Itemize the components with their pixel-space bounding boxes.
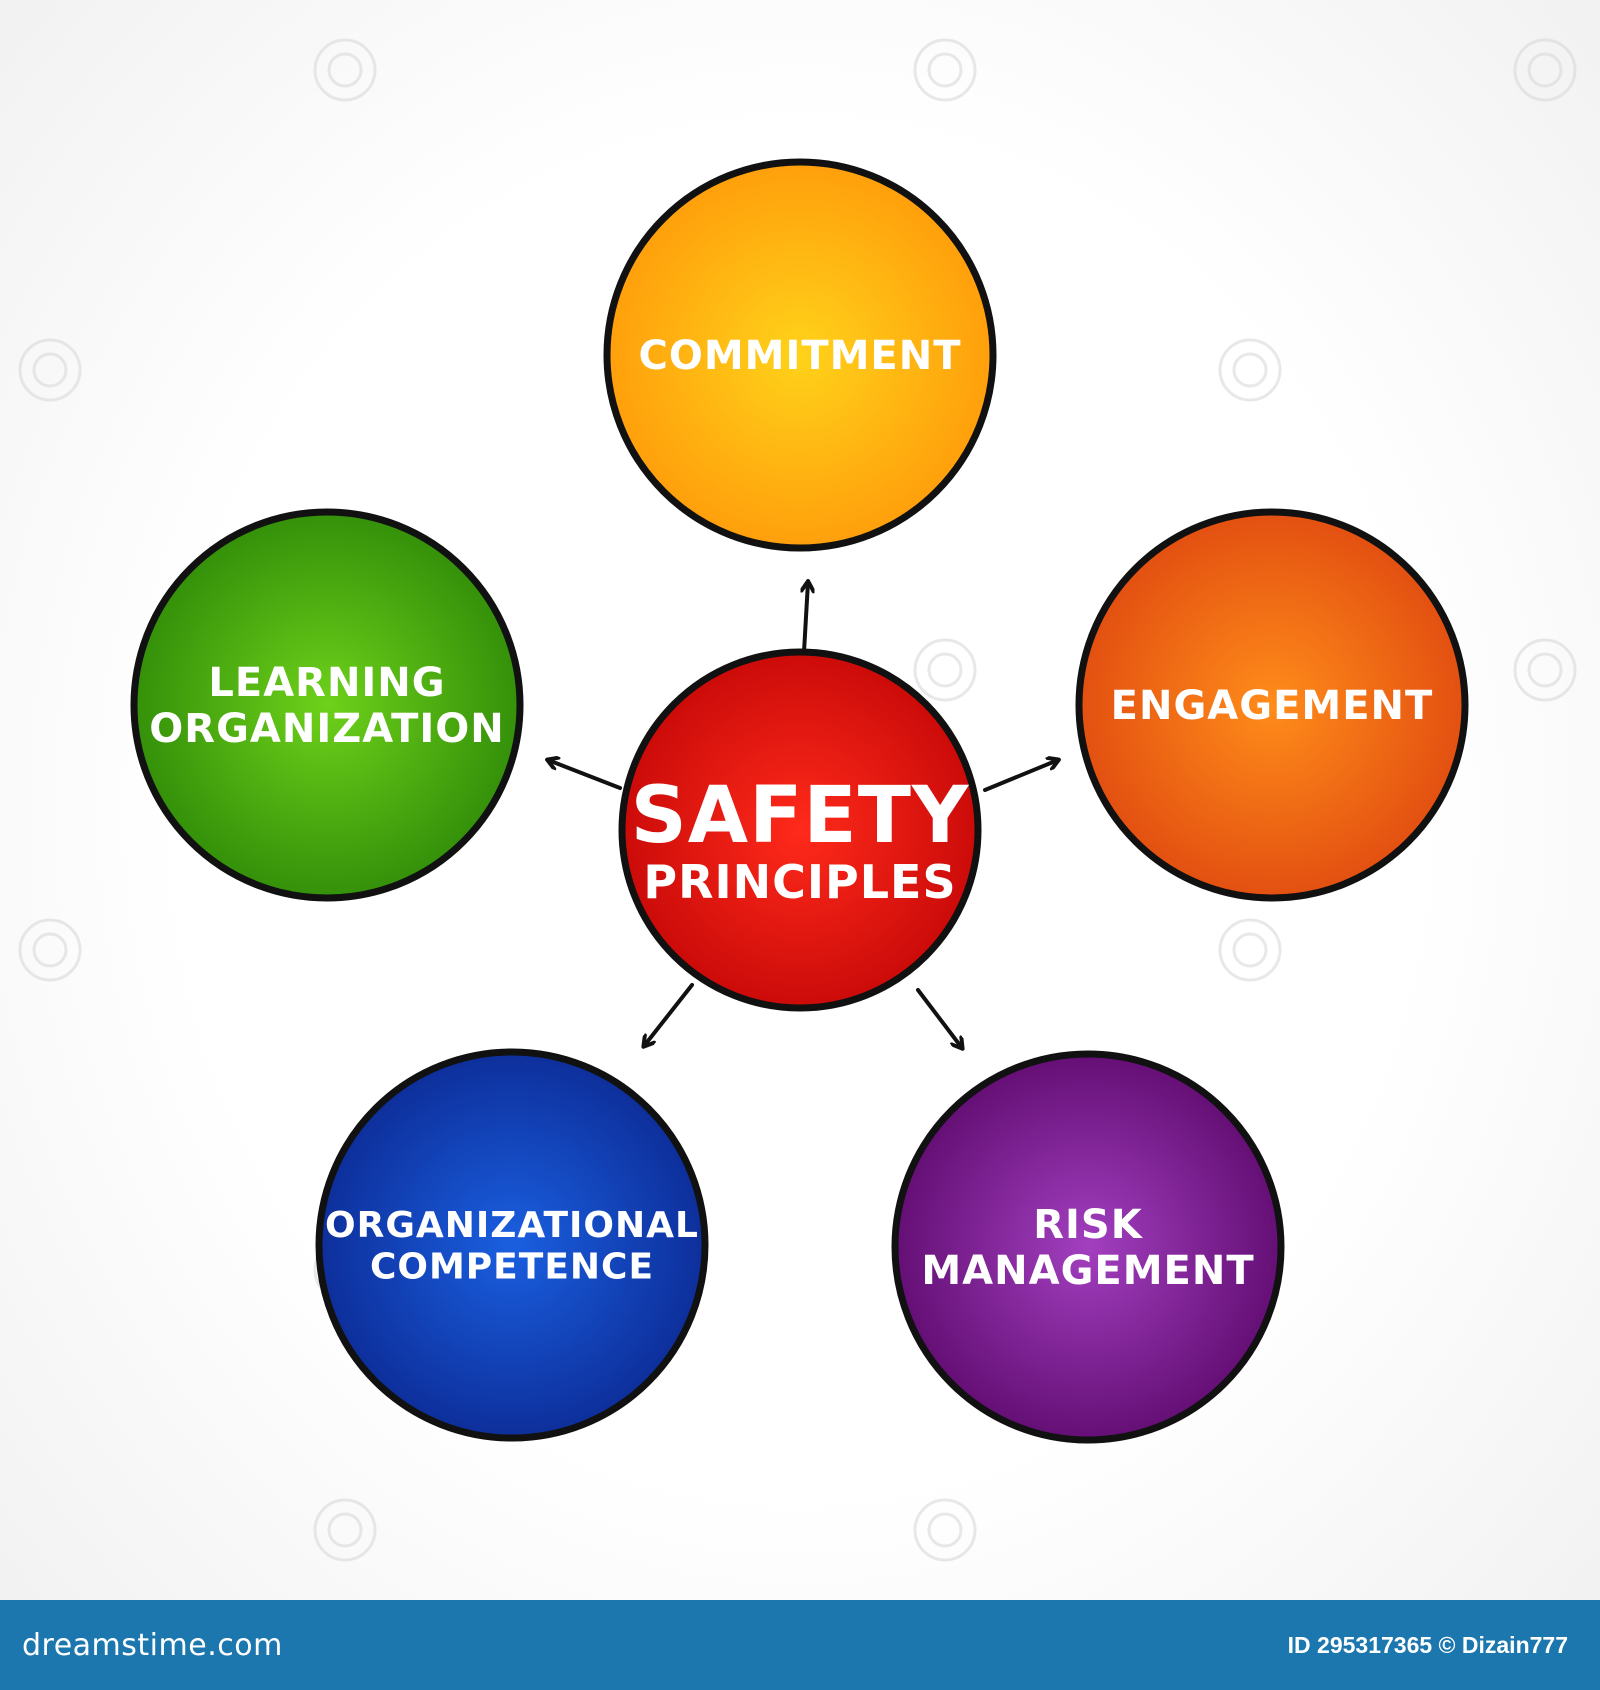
node-circle-commitment bbox=[603, 158, 997, 552]
arrow-to-risk-management bbox=[916, 988, 962, 1048]
watermark-spiral-inner bbox=[1527, 52, 1563, 88]
watermark-spiral-icon bbox=[913, 638, 977, 702]
footer-image-id: ID 295317365 © Dizain777 bbox=[1287, 1631, 1568, 1658]
connector-arrows bbox=[548, 582, 1058, 1048]
watermark-spiral-icon bbox=[313, 1498, 377, 1562]
node-label-learning-organization-line1: LEARNING bbox=[208, 660, 445, 706]
node-circle-learning-organization bbox=[130, 508, 524, 902]
node-label-risk-management-line1: RISK bbox=[1033, 1202, 1143, 1248]
center-title-line1: SAFETY bbox=[631, 771, 970, 861]
watermark-spiral-icon bbox=[1218, 918, 1282, 982]
footer-bar: dreamstime.com ID 295317365 © Dizain777 bbox=[0, 1600, 1600, 1690]
watermark-spiral-icon bbox=[913, 38, 977, 102]
watermark-spiral-icon bbox=[1218, 338, 1282, 402]
watermark-spiral-icon bbox=[1513, 638, 1577, 702]
watermark-spiral-icon bbox=[18, 338, 82, 402]
node-label-commitment-line1: COMMITMENT bbox=[638, 333, 961, 379]
watermark-spiral-inner bbox=[1527, 652, 1563, 688]
watermark-spiral-icon bbox=[1513, 38, 1577, 102]
watermark-spiral-inner bbox=[327, 1512, 363, 1548]
footer-brand[interactable]: dreamstime.com bbox=[22, 1627, 283, 1663]
center-node: SAFETY PRINCIPLES bbox=[618, 648, 982, 1012]
watermark-spiral-icon bbox=[313, 38, 377, 102]
node-circle-engagement bbox=[1075, 508, 1469, 902]
watermark-spiral-icon bbox=[913, 1498, 977, 1562]
node-circle-risk-management bbox=[891, 1050, 1285, 1444]
watermark-spiral-inner bbox=[1232, 352, 1268, 388]
node-label-engagement-line1: ENGAGEMENT bbox=[1111, 683, 1434, 729]
arrow-to-learning-organization bbox=[548, 760, 622, 790]
watermark-spiral-inner bbox=[927, 652, 963, 688]
watermark-spiral-inner bbox=[927, 1512, 963, 1548]
node-circle-organizational-competence bbox=[315, 1048, 709, 1442]
node-label-risk-management-line2: MANAGEMENT bbox=[921, 1248, 1254, 1294]
node-label-learning-organization-line2: ORGANIZATION bbox=[149, 706, 504, 752]
watermark-spiral-inner bbox=[327, 52, 363, 88]
center-circle bbox=[618, 648, 982, 1012]
node-label-organizational-competence-line2: COMPETENCE bbox=[370, 1246, 654, 1287]
watermark-spiral-inner bbox=[1232, 932, 1268, 968]
watermark-spiral-inner bbox=[927, 52, 963, 88]
watermark-spiral-icon bbox=[18, 918, 82, 982]
arrow-to-engagement bbox=[983, 760, 1058, 792]
watermark-spiral-inner bbox=[32, 932, 68, 968]
center-title-line2: PRINCIPLES bbox=[643, 855, 956, 909]
node-commitment: COMMITMENT bbox=[603, 158, 997, 552]
node-label-organizational-competence-line1: ORGANIZATIONAL bbox=[325, 1205, 699, 1246]
watermark-spiral-inner bbox=[32, 352, 68, 388]
node-engagement: ENGAGEMENT bbox=[1075, 508, 1469, 902]
arrow-to-commitment bbox=[804, 582, 808, 654]
arrow-to-organizational-competence bbox=[644, 983, 694, 1046]
